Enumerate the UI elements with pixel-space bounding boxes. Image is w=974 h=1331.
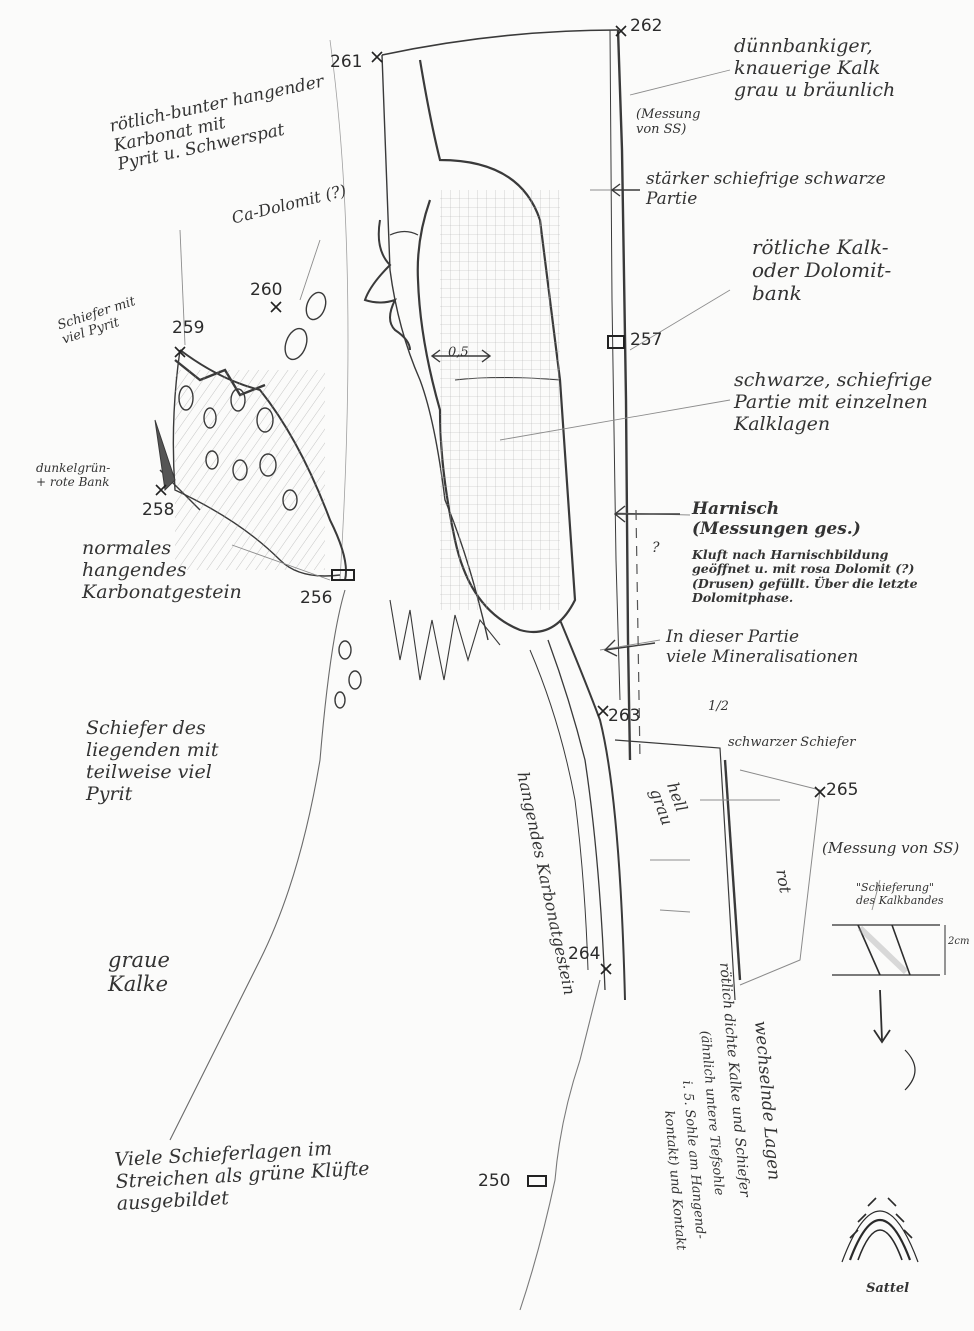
label-in-dieser-partie: In dieser Partie viele Mineralisationen — [666, 628, 858, 667]
label-schieferung-kalkbandes: "Schieferung" des Kalkbandes — [856, 882, 944, 907]
label-schwarze-partie: schwarze, schiefrige Partie mit einzelne… — [734, 370, 932, 436]
label-graue-kalke: graue Kalke — [108, 948, 170, 996]
label-sattel: Sattel — [866, 1282, 909, 1297]
sample-256: 256 — [300, 588, 332, 608]
sample-264: 264 — [568, 944, 600, 964]
sample-258: 258 — [142, 500, 174, 520]
inset-schieferung — [832, 925, 945, 1090]
sample-250: 250 — [478, 1171, 510, 1191]
sample-262: 262 — [630, 16, 662, 36]
label-staerker-schiefrig: stärker schiefrige schwarze Partie — [646, 170, 886, 209]
sample-265: 265 — [826, 780, 858, 800]
label-dunkelgruen-bank: dunkelgrün- + rote Bank — [36, 462, 110, 490]
label-messung-ss: (Messung von SS) — [822, 840, 959, 857]
inset-sattel — [842, 1198, 918, 1262]
main-column — [170, 30, 820, 1310]
label-2cm: 2cm — [948, 936, 969, 948]
profile-doodle — [365, 220, 418, 350]
sample-259: 259 — [172, 318, 204, 338]
label-schiefer-liegenden: Schiefer des liegenden mit teilweise vie… — [86, 718, 218, 805]
label-schwarzer-schiefer: schwarzer Schiefer — [728, 736, 855, 751]
label-question-mark: ? — [652, 540, 660, 556]
label-harnisch-detail: Kluft nach Harnischbildung geöffnet u. m… — [692, 548, 918, 606]
label-mark-half: 1/2 — [708, 700, 729, 715]
label-width-05: 0,5 — [448, 346, 469, 361]
sample-260: 260 — [250, 280, 282, 300]
label-normales-hangendes: normales hangendes Karbonatgestein — [82, 538, 242, 604]
label-messung-top: (Messung von SS) — [636, 108, 701, 138]
label-rot: rot — [772, 868, 794, 895]
sample-261: 261 — [330, 52, 362, 72]
label-harnisch: Harnisch (Messungen ges.) — [692, 500, 861, 539]
label-duennbankig: dünnbankiger, knauerige Kalk grau u bräu… — [734, 36, 895, 102]
sample-263: 263 — [608, 706, 640, 726]
label-roetliche-kalkbank: rötliche Kalk- oder Dolomit- bank — [752, 236, 891, 305]
label-viele-schieferlagen: Viele Schieferlagen im Streichen als grü… — [114, 1137, 371, 1216]
sample-257: 257 — [630, 330, 662, 350]
